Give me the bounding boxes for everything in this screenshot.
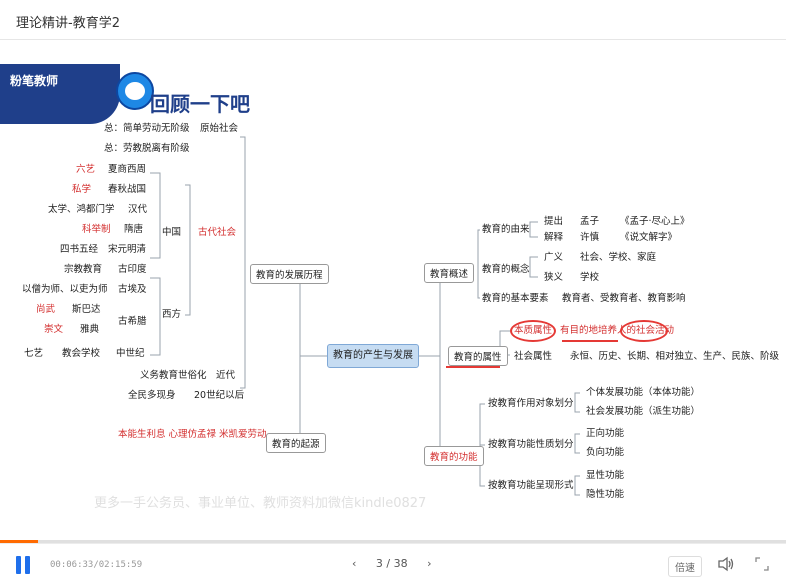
mm-left-item: 斯巴达 [72, 304, 101, 316]
mm-func-explicit: 显性功能 [586, 470, 624, 482]
fullscreen-button[interactable] [754, 556, 770, 572]
mm-left-item: 古希腊 [118, 316, 147, 328]
mm-ov-narrow-val: 学校 [580, 272, 599, 284]
mm-left-item: 隋唐 [124, 224, 143, 236]
mm-left-item: 春秋战国 [108, 184, 146, 196]
mm-left-item: 尚武 [36, 304, 55, 316]
mm-ov-broad: 广义 [544, 252, 563, 264]
mm-left-item: 七艺 [24, 348, 43, 360]
mm-ov-mengzi: 孟子 [580, 216, 599, 228]
expand-icon [754, 556, 770, 572]
mm-ov-proposed: 提出 [544, 216, 563, 228]
time-display: 00:06:33/02:15:59 [50, 560, 142, 570]
mm-func-individual: 个体发展功能（本体功能） [586, 387, 700, 399]
mm-china: 中国 [162, 227, 181, 239]
mm-ancient: 古代社会 [198, 227, 236, 239]
mm-left-item: 古埃及 [118, 284, 147, 296]
mm-attr-social-val: 永恒、历史、长期、相对独立、生产、民族、阶级 [570, 351, 779, 363]
mm-left-item: 义务教育世俗化 [140, 370, 207, 382]
mm-origin: 教育的起源 [266, 433, 326, 453]
next-page-button[interactable]: › [427, 557, 431, 570]
mm-func-positive: 正向功能 [586, 428, 624, 440]
mm-left-item: 夏商西周 [108, 164, 146, 176]
mm-func-implicit: 隐性功能 [586, 489, 624, 501]
mm-func: 教育的功能 [424, 446, 484, 466]
mm-left-item: 中世纪 [116, 348, 145, 360]
mm-left-item: 雅典 [80, 324, 99, 336]
mm-func-by-form: 按教育功能呈现形式 [488, 480, 574, 492]
window-title: 理论精讲-教育学2 [16, 12, 120, 31]
mm-left-item: 20世纪以后 [194, 390, 244, 402]
title-bar: 理论精讲-教育学2 [0, 0, 786, 40]
mm-overview: 教育概述 [424, 263, 474, 283]
mm-left-item: 崇文 [44, 324, 63, 336]
mm-func-by-object: 按教育作用对象划分 [488, 398, 574, 410]
page-navigator: ‹ 3 / 38 › [352, 557, 432, 570]
mm-left-item: 私学 [72, 184, 91, 196]
mm-left-item: 以僧为师、以吏为师 [22, 284, 108, 296]
highlight-circle [510, 320, 556, 342]
essential-underline [562, 340, 618, 342]
mm-ov-explain: 解释 [544, 232, 563, 244]
page-indicator: 3 / 38 [376, 557, 408, 570]
mm-left-item: 科举制 [82, 224, 111, 236]
mm-left-item: 总：简单劳动无阶级 [104, 123, 190, 135]
prev-page-button[interactable]: ‹ [352, 557, 356, 570]
pause-icon [25, 556, 30, 574]
mm-left-item: 四书五经 [60, 244, 98, 256]
mm-ov-broad-val: 社会、学校、家庭 [580, 252, 656, 264]
mm-left-item: 全民多现身 [128, 390, 176, 402]
mm-left-item: 原始社会 [200, 123, 238, 135]
pause-button[interactable] [16, 556, 32, 574]
speaker-icon [717, 556, 735, 572]
mm-left-item: 古印度 [118, 264, 147, 276]
pause-icon [16, 556, 21, 574]
mm-func-by-nature: 按教育功能性质划分 [488, 439, 574, 451]
mm-ov-narrow: 狭义 [544, 272, 563, 284]
mm-func-social: 社会发展功能（派生功能） [586, 406, 700, 418]
mm-left-item: 汉代 [128, 204, 147, 216]
highlight-circle [620, 320, 668, 342]
mm-ov-elements: 教育的基本要素 [482, 293, 549, 305]
mm-ov-xushen: 许慎 [580, 232, 599, 244]
mm-ov-elements-val: 教育者、受教育者、教育影响 [562, 293, 686, 305]
volume-button[interactable] [717, 556, 735, 572]
mm-ov-concept: 教育的概念 [482, 264, 530, 276]
mm-left-item: 宋元明清 [108, 244, 146, 256]
mm-west: 西方 [162, 309, 181, 321]
slide-canvas: 粉笔教师 回顾一下吧 [0, 40, 786, 540]
mm-left-item: 教会学校 [62, 348, 100, 360]
mm-attr: 教育的属性 [448, 346, 508, 366]
mm-ov-origin: 教育的由来 [482, 224, 530, 236]
watermark-text: 更多一手公务员、事业单位、教师资料加微信kindle0827 [94, 492, 426, 511]
attr-underline [446, 366, 500, 368]
mm-left-item: 宗教教育 [64, 264, 102, 276]
mm-left-item: 总：劳教脱离有阶级 [104, 143, 190, 155]
mm-origin-theories: 本能生利息 心理仿孟禄 米凯爱劳动 [118, 429, 267, 441]
mm-ov-book2: 《说文解字》 [620, 232, 677, 244]
mm-left-item: 太学、鸿都门学 [48, 204, 115, 216]
mm-ov-book1: 《孟子·尽心上》 [620, 216, 690, 228]
mm-left-item: 六艺 [76, 164, 95, 176]
mm-left-item: 近代 [216, 370, 235, 382]
player-controls: 00:06:33/02:15:59 ‹ 3 / 38 › 倍速 [0, 543, 786, 580]
mm-center-node: 教育的产生与发展 [327, 344, 419, 368]
mm-attr-social: 社会属性 [514, 351, 552, 363]
speed-button[interactable]: 倍速 [668, 556, 702, 577]
mm-func-negative: 负向功能 [586, 447, 624, 459]
mm-dev-history: 教育的发展历程 [250, 264, 329, 284]
